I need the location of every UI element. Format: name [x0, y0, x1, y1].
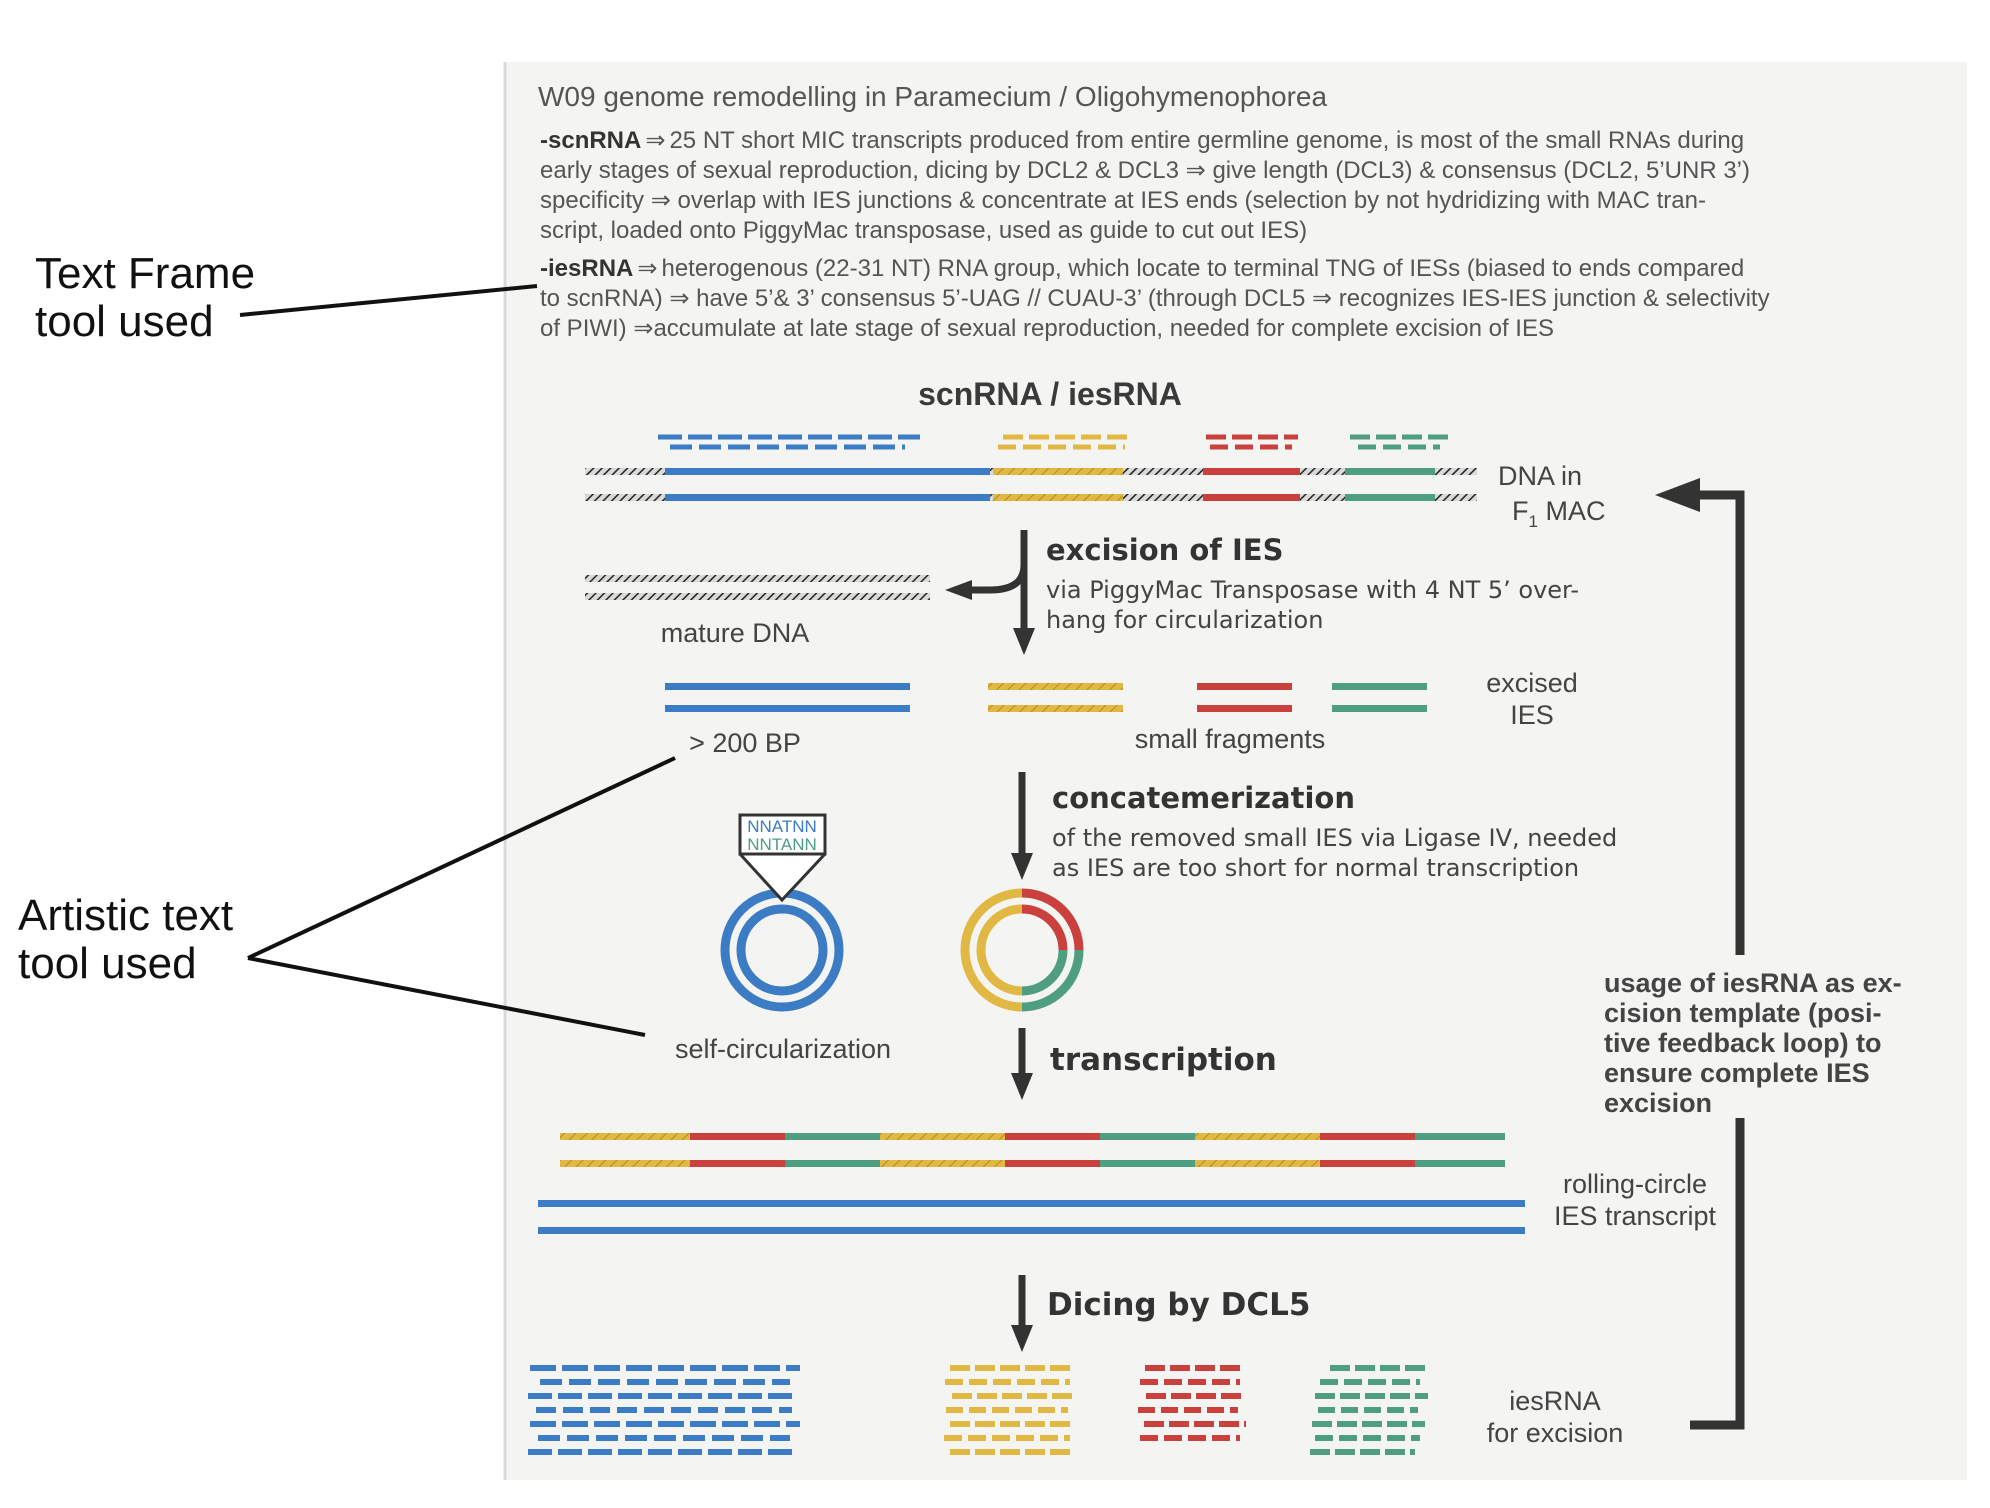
feedback-line-1: usage of iesRNA as ex- — [1604, 968, 1902, 998]
red-dashes-top — [1206, 434, 1298, 450]
scnrna-text-1: 25 NT short MIC transcripts produced fro… — [669, 127, 1744, 154]
excision-branch-arrow — [960, 564, 1028, 594]
poster-header: W09 genome remodelling in Paramecium / O… — [538, 81, 1328, 112]
green-dashes-top — [1350, 434, 1450, 450]
blue-dashes-top — [658, 434, 920, 450]
blue-transcript-bottom — [538, 1227, 1525, 1234]
iesrna-piles — [528, 1365, 1430, 1455]
iesrna-term: -iesRNA — [540, 255, 633, 282]
over-200bp-label: > 200 BP — [689, 728, 801, 758]
feedback-arrowhead — [1655, 478, 1700, 512]
scnrna-paragraph: -scnRNA⇒25 NT short MIC transcripts prod… — [540, 127, 1750, 244]
dicing-arrowhead — [1011, 1325, 1033, 1352]
blue-transcript-top — [538, 1200, 1525, 1207]
mature-dna-strand-top — [585, 575, 930, 582]
scnrna-line-3: specificity ⇒ overlap with IES junctions… — [540, 187, 1706, 214]
junction-seq-bottom: NNTANN — [747, 835, 817, 854]
artistic-text-leader-upper — [247, 756, 676, 960]
concat-arrowhead — [1011, 853, 1033, 880]
iesrna-paragraph: -iesRNA⇒heterogenous (22-31 NT) RNA grou… — [540, 255, 1770, 342]
text-frame-annotation-line2: tool used — [35, 297, 214, 346]
scnrna-line-2: early stages of sexual reproduction, dic… — [540, 157, 1750, 184]
iesrna-excision-label-1: iesRNA — [1509, 1386, 1601, 1416]
iesrna-excision-label-2: for excision — [1487, 1418, 1624, 1448]
concat-desc-2: as IES are too short for normal transcri… — [1052, 854, 1579, 882]
excised-ies-strands — [665, 683, 1427, 712]
blue-iesrna-pile — [528, 1365, 800, 1455]
yellow-dashes-top — [998, 434, 1130, 450]
junction-callout — [738, 813, 827, 903]
scnrna-line-4: script, loaded onto PiggyMac transposase… — [540, 217, 1307, 244]
artistic-text-annotation-line1: Artistic text — [18, 891, 233, 940]
excision-desc-1: via PiggyMac Transposase with 4 NT 5’ ov… — [1046, 576, 1579, 604]
artistic-text-leader-lower — [247, 956, 646, 1037]
poster-paper — [505, 62, 1967, 1480]
small-rna-dashes-top — [658, 434, 1450, 450]
excision-arrowhead — [1013, 628, 1035, 655]
text-frame-annotation-line1: Text Frame — [35, 249, 255, 298]
feedback-line-3: tive feedback loop) to — [1604, 1028, 1882, 1058]
dicing-label: Dicing by DCL5 — [1047, 1287, 1310, 1323]
dna-label-line1: DNA in — [1498, 461, 1582, 491]
artistic-text-annotation-line2: tool used — [18, 939, 197, 988]
transcription-arrowhead — [1011, 1073, 1033, 1100]
feedback-line-2: cision template (posi- — [1604, 998, 1882, 1028]
scnrna-term: -scnRNA — [540, 127, 641, 154]
iesrna-line-2: to scnRNA) ⇒ have 5’& 3’ consensus 5’-UA… — [540, 285, 1770, 312]
feedback-loop-arrow — [1690, 490, 1745, 1430]
iesrna-line-3: of PIWI) ⇒accumulate at late stage of se… — [540, 315, 1554, 342]
feedback-text: usage of iesRNA as ex- cision template (… — [1604, 968, 1902, 1118]
excision-title: excision of IES — [1046, 533, 1284, 567]
excised-ies-label-1: excised — [1486, 668, 1578, 698]
scnrna-line-1: -scnRNA⇒25 NT short MIC transcripts prod… — [540, 127, 1744, 154]
dna-label-line2: F1 MAC — [1512, 496, 1605, 531]
mature-dna-label: mature DNA — [661, 618, 810, 648]
excision-desc-2: hang for circularization — [1046, 606, 1323, 634]
iesrna-text-1: heterogenous (22-31 NT) RNA group, which… — [661, 255, 1744, 282]
rolling-circle-label-1: rolling-circle — [1563, 1169, 1707, 1199]
red-iesrna-pile — [1138, 1365, 1246, 1441]
feedback-line-4: ensure complete IES — [1604, 1058, 1870, 1088]
self-circle-inner — [736, 904, 828, 996]
concatemer-circle — [960, 888, 1084, 1012]
small-fragments-label: small fragments — [1135, 724, 1326, 754]
concat-desc-1: of the removed small IES via Ligase IV, … — [1052, 824, 1617, 852]
yellow-iesrna-pile — [944, 1365, 1075, 1455]
scnrna-arrow: ⇒ — [645, 127, 665, 154]
green-iesrna-pile — [1310, 1365, 1430, 1455]
dna-double-strand — [585, 468, 1477, 501]
rolling-circle-rna-strands — [560, 1133, 1505, 1167]
concat-title: concatemerization — [1052, 781, 1355, 815]
self-circularization-label: self-circularization — [675, 1034, 891, 1064]
excision-branch-arrowhead — [945, 580, 972, 600]
iesrna-arrow: ⇒ — [637, 255, 657, 282]
feedback-line-5: excision — [1604, 1088, 1712, 1118]
excised-ies-label-2: IES — [1510, 700, 1554, 730]
diagram-title: scnRNA / iesRNA — [918, 376, 1182, 412]
transcription-label: transcription — [1050, 1042, 1277, 1078]
mature-dna-strand-bottom — [585, 593, 930, 600]
rolling-circle-label-2: IES transcript — [1554, 1201, 1717, 1231]
text-frame-leader-line — [239, 284, 538, 317]
iesrna-line-1: -iesRNA⇒heterogenous (22-31 NT) RNA grou… — [540, 255, 1744, 282]
junction-seq-top: NNATNN — [747, 817, 817, 836]
